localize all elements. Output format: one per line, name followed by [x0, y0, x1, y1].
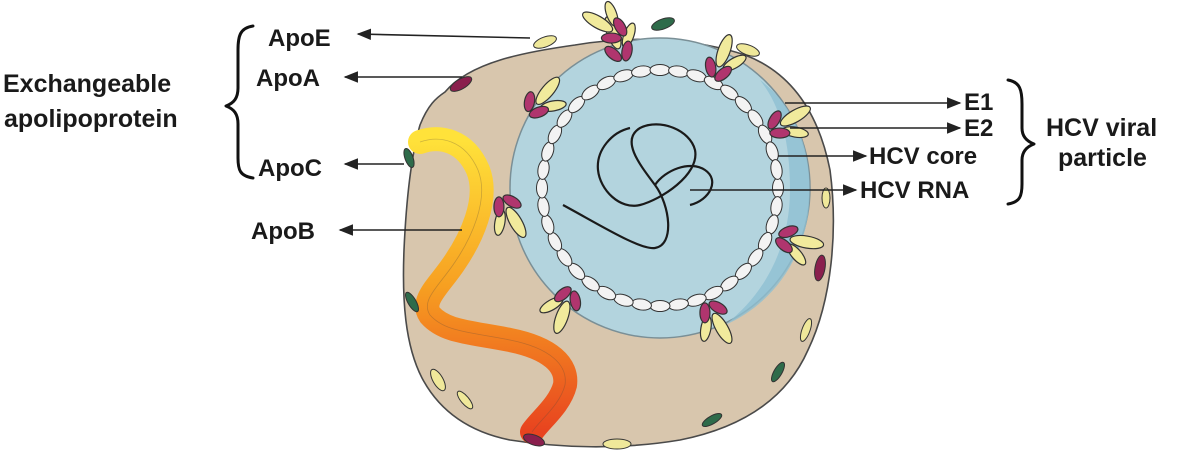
e2-label: E2 — [964, 115, 993, 142]
hcv-core-label: HCV core — [869, 143, 977, 170]
e1-protein — [700, 303, 710, 323]
viral-particle-brace — [1008, 80, 1034, 204]
apoB-label: ApoB — [251, 218, 315, 245]
hcv-rna-label: HCV RNA — [860, 177, 969, 204]
apoE-arrow — [358, 34, 530, 38]
e1-protein — [494, 197, 504, 217]
hcv-viral-particle-label-line2: particle — [1058, 144, 1147, 172]
surface-apolipoprotein — [822, 188, 830, 208]
capsid-unit — [537, 178, 548, 198]
exchangeable-label-line1: Exchangeable — [3, 70, 171, 98]
capsid-unit — [773, 178, 784, 198]
capsid-unit — [650, 65, 670, 76]
hcv-viral-particle-label-line1: HCV viral — [1046, 114, 1157, 142]
surface-apolipoprotein — [650, 15, 676, 33]
apoE-label: ApoE — [268, 25, 331, 52]
e1-protein — [770, 128, 790, 138]
exchangeable-brace — [226, 26, 253, 178]
e1-label: E1 — [964, 89, 993, 116]
surface-apolipoprotein — [603, 439, 631, 449]
e1-protein — [601, 33, 621, 43]
exchangeable-label-line2: apolipoprotein — [4, 105, 178, 133]
apoC-label: ApoC — [258, 155, 322, 182]
capsid-unit — [650, 301, 670, 312]
apoA-label: ApoA — [256, 65, 320, 92]
